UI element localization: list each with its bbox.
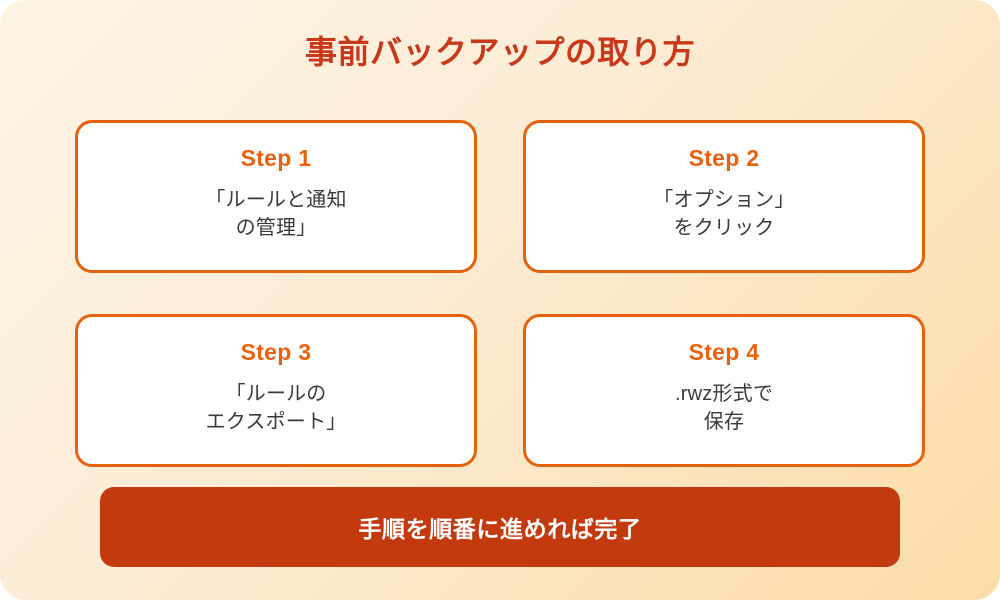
step-body-3: 「ルールの エクスポート」	[205, 382, 347, 434]
step-card-3: Step 3 「ルールの エクスポート」	[75, 314, 477, 467]
step-body-4: .rwz形式で 保存	[674, 382, 774, 434]
steps-grid: Step 1 「ルールと通知 の管理」 Step 2 「オプション」 をクリック…	[75, 120, 925, 467]
page-title: 事前バックアップの取り方	[304, 34, 695, 70]
footer-banner: 手順を順番に進めれば完了	[100, 487, 900, 567]
step-card-4: Step 4 .rwz形式で 保存	[523, 314, 925, 467]
footer-banner-text: 手順を順番に進めれば完了	[358, 516, 642, 542]
step-label-3: Step 3	[240, 339, 312, 366]
step-label-1: Step 1	[240, 145, 312, 172]
step-card-2: Step 2 「オプション」 をクリック	[523, 120, 925, 273]
step-card-1: Step 1 「ルールと通知 の管理」	[75, 120, 477, 273]
step-label-2: Step 2	[688, 145, 760, 172]
step-body-1: 「ルールと通知 の管理」	[205, 188, 347, 240]
step-body-2: 「オプション」 をクリック	[653, 188, 795, 240]
step-label-4: Step 4	[688, 339, 760, 366]
